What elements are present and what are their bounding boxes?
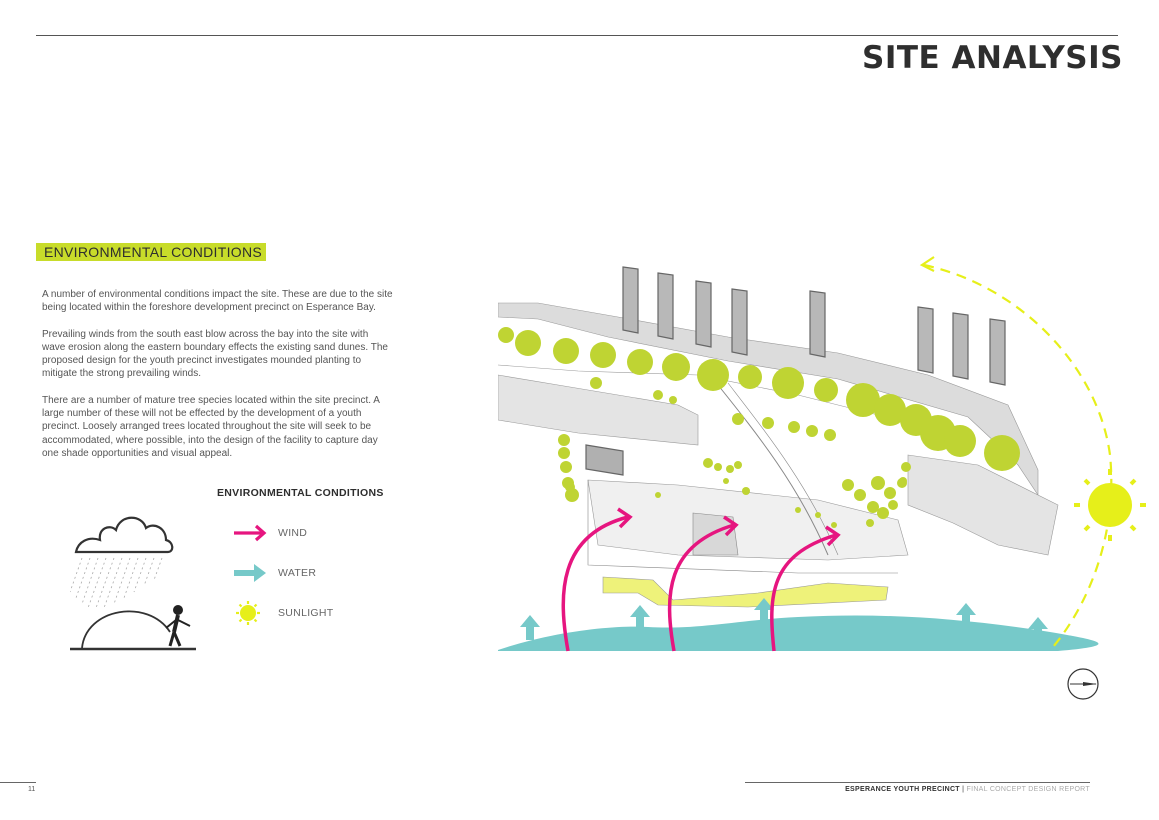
footer-left-rule: [0, 782, 36, 783]
paragraph: There are a number of mature tree specie…: [42, 394, 380, 459]
water-arrows: [520, 598, 1048, 640]
paragraph: Prevailing winds from the south east blo…: [42, 328, 388, 380]
sun-icon: [236, 601, 260, 625]
sand-dune-icon: [70, 610, 196, 651]
footer: ESPERANCE YOUTH PRECINCT | FINAL CONCEPT…: [845, 786, 1090, 793]
legend-label-sunlight: SUNLIGHT: [278, 607, 334, 619]
bay-water: [498, 615, 1099, 651]
sun-path-arrowhead: [919, 256, 935, 272]
footer-right-rule: [745, 782, 1090, 783]
legend-label-water: WATER: [278, 567, 317, 579]
north-arrow-icon: [1067, 668, 1099, 700]
environmental-conditions-icon: [70, 516, 196, 651]
buildings: [585, 266, 1006, 476]
site-plan-map: [498, 256, 1146, 652]
footer-project: ESPERANCE YOUTH PRECINCT: [845, 786, 960, 793]
wind-arrow-icon: [234, 524, 267, 542]
legend-item-sunlight: SUNLIGHT: [232, 601, 334, 625]
trees: [498, 327, 1020, 528]
sun-icon: [1074, 469, 1146, 541]
footer-report: FINAL CONCEPT DESIGN REPORT: [966, 786, 1090, 793]
section-heading: ENVIRONMENTAL CONDITIONS: [36, 243, 266, 261]
cloud-icon: [74, 516, 174, 554]
legend-title: ENVIRONMENTAL CONDITIONS: [217, 487, 384, 499]
legend-item-wind: WIND: [232, 521, 307, 545]
legend-item-water: WATER: [232, 561, 316, 585]
page-number: 11: [28, 786, 36, 793]
paragraph: A number of environmental conditions imp…: [42, 289, 393, 314]
top-rule: [36, 35, 1118, 36]
legend-label-wind: WIND: [278, 527, 308, 539]
water-arrow-icon: [234, 564, 266, 582]
sun-path: [923, 263, 1113, 648]
rain-icon: [70, 557, 163, 609]
page-title: SITE ANALYSIS: [862, 40, 1123, 76]
road-areas: [498, 302, 1059, 574]
person-walking-icon: [165, 605, 191, 647]
body-text: A number of environmental conditions imp…: [42, 288, 394, 473]
footer-separator: |: [959, 786, 967, 793]
sand-dune-strip: [602, 576, 889, 608]
wind-arrows: [561, 507, 841, 652]
